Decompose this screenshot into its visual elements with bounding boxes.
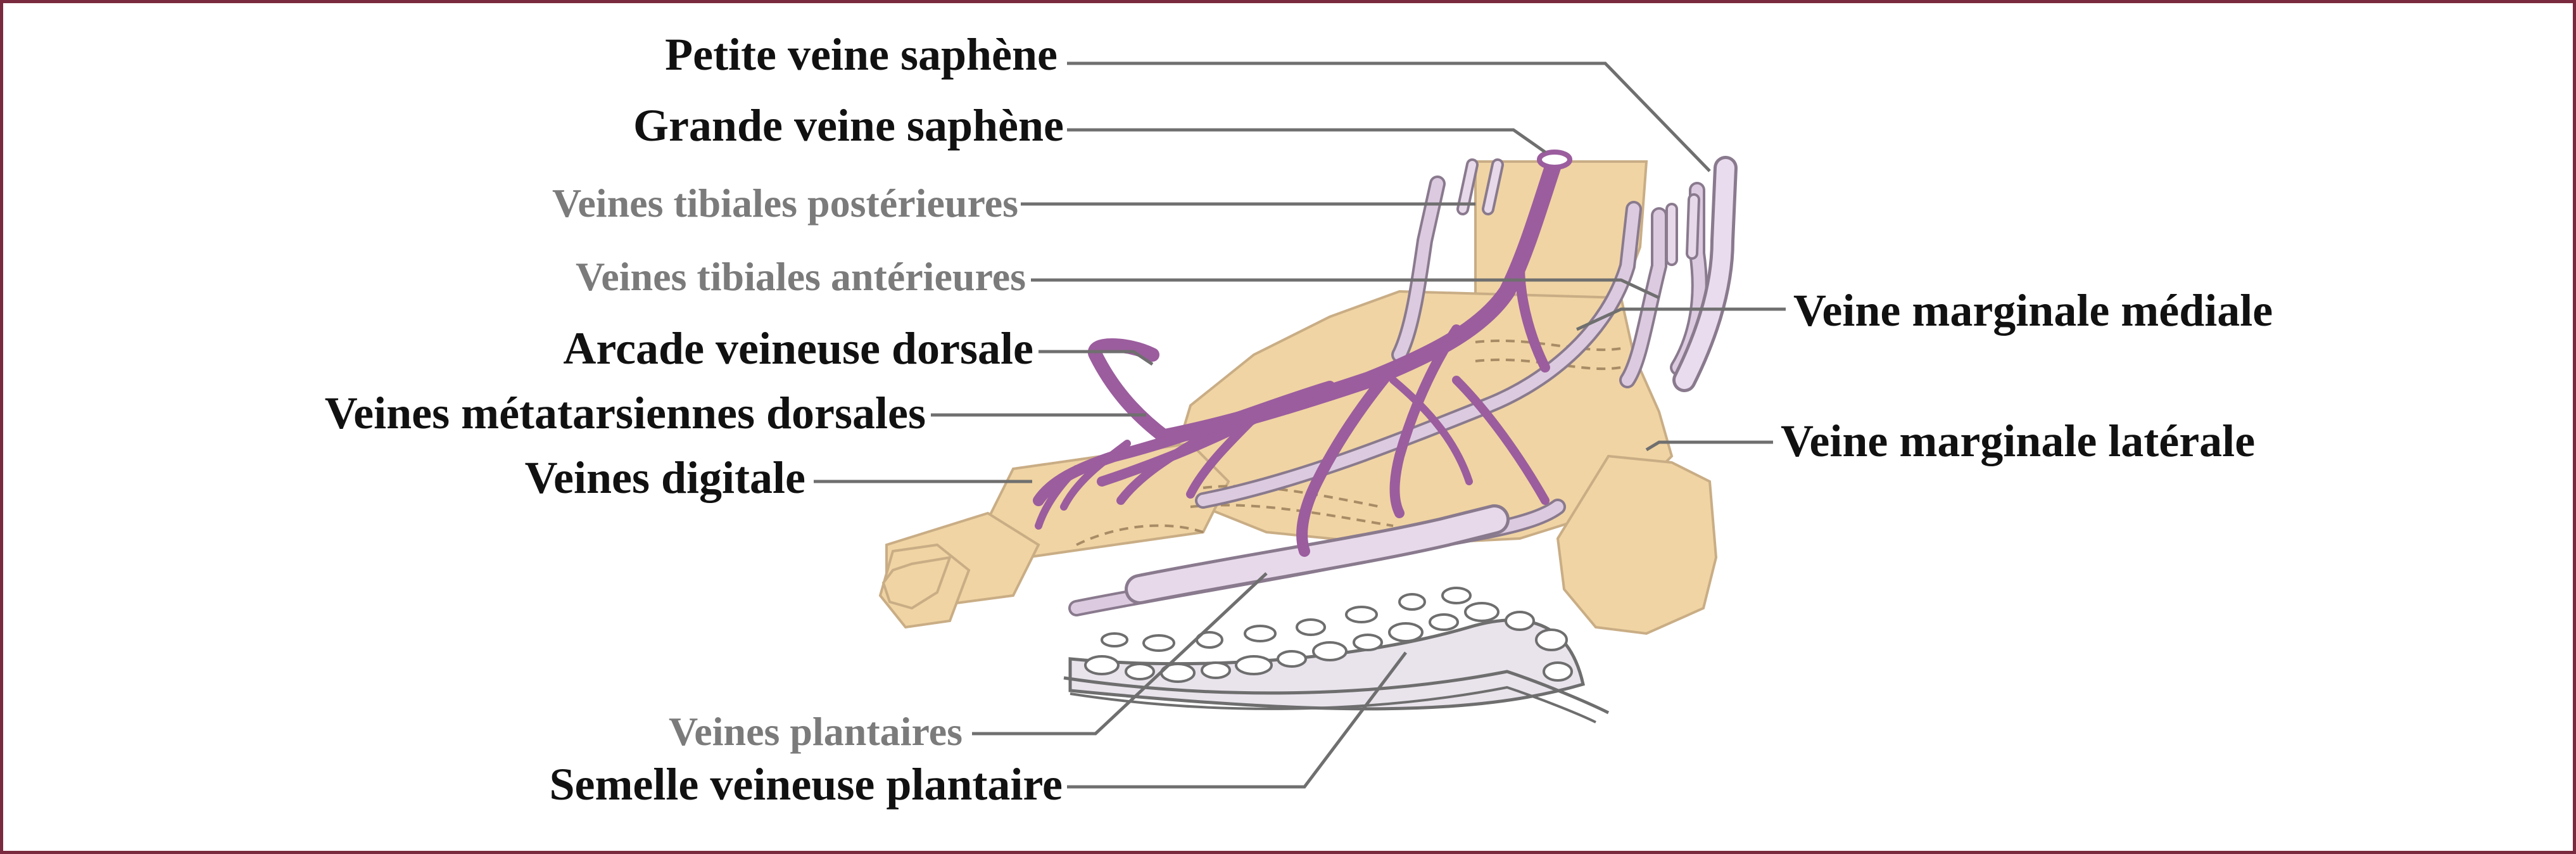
label-veines-metatarsiennes-dorsales: Veines métatarsiennes dorsales — [325, 388, 926, 438]
leader-lines — [814, 61, 1786, 789]
label-grande-veine-saphene: Grande veine saphène — [633, 100, 1064, 151]
label-veines-digitale: Veines digitale — [525, 452, 805, 503]
leader-arcade-dorsale — [1039, 350, 1154, 366]
label-veines-tibiales-anterieures: Veines tibiales antérieures — [576, 254, 1026, 299]
superficial-veins — [1033, 153, 1563, 557]
leader-petite-saphene — [1067, 61, 1711, 172]
leader-marginale-mediale — [1575, 307, 1786, 331]
label-arcade-veineuse-dorsale: Arcade veineuse dorsale — [563, 323, 1033, 374]
distal-phalanges — [881, 556, 952, 610]
label-semelle-veineuse-plantaire: Semelle veineuse plantaire — [549, 759, 1063, 810]
label-petite-veine-saphene: Petite veine saphène — [665, 29, 1058, 80]
plantar-venous-sole — [1063, 587, 1610, 723]
leader-marginale-laterale — [1645, 440, 1773, 452]
vein-openings — [1537, 150, 1572, 170]
label-veine-marginale-mediale: Veine marginale médiale — [1793, 285, 2273, 336]
label-veines-plantaires: Veines plantaires — [669, 709, 963, 754]
label-veine-marginale-laterale: Veine marginale latérale — [1781, 416, 2255, 466]
leader-tibiales-ant — [1031, 278, 1660, 300]
leader-plantaires — [972, 572, 1268, 736]
labels: Petite veine saphène Grande veine saphèn… — [325, 29, 2273, 810]
calcaneus-bone — [1556, 454, 1718, 635]
joint-lines — [1076, 339, 1622, 546]
leader-semelle — [1067, 651, 1407, 789]
leader-grande-saphene — [1067, 128, 1546, 154]
label-veines-tibiales-posterieures: Veines tibiales postérieures — [552, 181, 1018, 226]
